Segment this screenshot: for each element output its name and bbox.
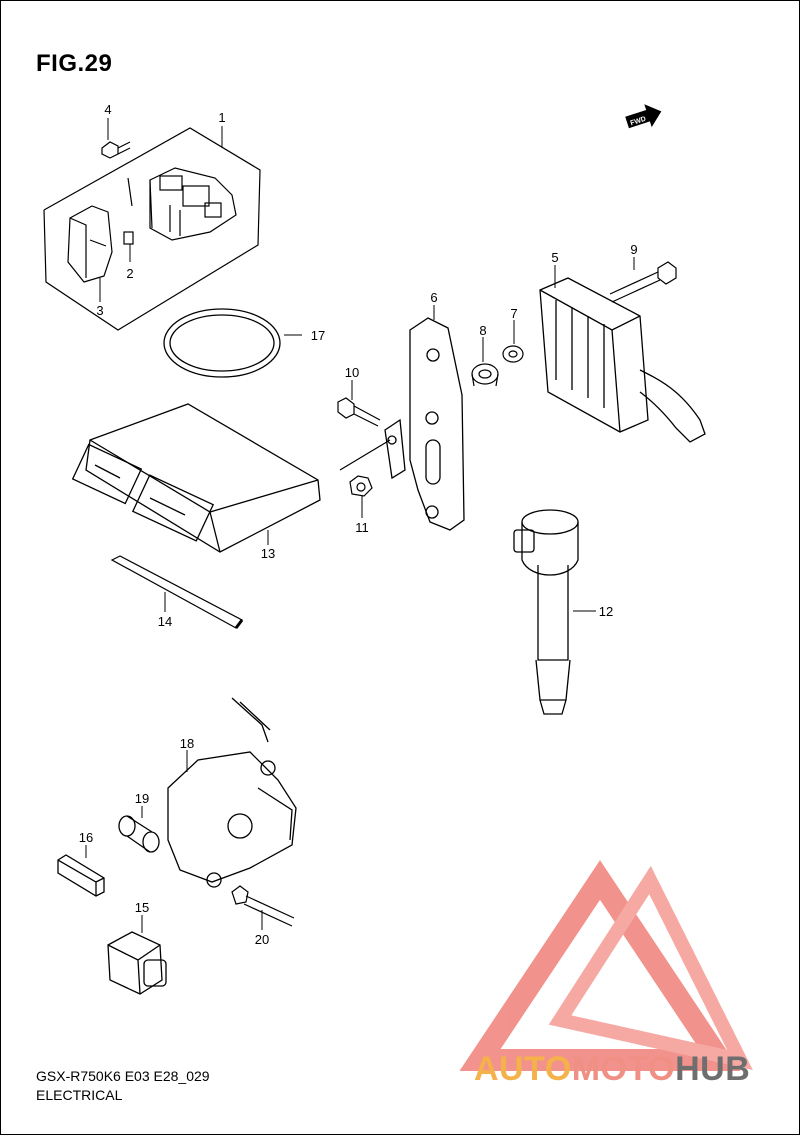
o-ring <box>163 308 281 378</box>
section-name: ELECTRICAL <box>36 1087 123 1103</box>
callout-1: 1 <box>218 110 225 125</box>
bracket <box>384 317 465 531</box>
callout-labels: 1 2 3 4 5 6 7 8 9 10 11 12 13 14 15 16 1… <box>79 102 638 947</box>
callout-15: 15 <box>135 900 149 915</box>
callout-6: 6 <box>430 290 437 305</box>
callout-20: 20 <box>255 932 269 947</box>
block-16 <box>57 854 105 897</box>
callout-5: 5 <box>551 250 558 265</box>
callout-10: 10 <box>345 365 359 380</box>
relay-assembly-group <box>43 127 261 331</box>
callout-17: 17 <box>311 328 325 343</box>
callout-19: 19 <box>135 791 149 806</box>
cushion-strip <box>110 555 244 629</box>
leader-lines <box>85 118 635 933</box>
callout-2: 2 <box>126 266 133 281</box>
callout-14: 14 <box>158 614 172 629</box>
regulator-rectifier <box>539 277 706 443</box>
sensor-15 <box>107 931 167 995</box>
watermark-text: AUTOMOTOHUB <box>474 1050 750 1089</box>
callout-12: 12 <box>599 604 613 619</box>
figure-title: FIG.29 <box>36 50 113 77</box>
watermark-logo-icon <box>459 860 753 1071</box>
callout-16: 16 <box>79 830 93 845</box>
callout-18: 18 <box>180 736 194 751</box>
nut-11 <box>339 439 391 497</box>
watermark-part-c: HUB <box>675 1050 751 1088</box>
ignition-coil <box>513 509 579 715</box>
callout-11: 11 <box>355 520 369 535</box>
watermark-part-a: AUTO <box>474 1050 572 1088</box>
watermark-part-b: MOTO <box>571 1050 676 1088</box>
screw-20 <box>231 885 295 927</box>
callout-7: 7 <box>510 306 517 321</box>
callout-8: 8 <box>479 323 486 338</box>
diagram-code: GSX-R750K6 E03 E28_029 <box>36 1068 210 1084</box>
grommet-8 <box>471 363 499 387</box>
callout-13: 13 <box>261 546 275 561</box>
ecm-unit <box>71 403 321 553</box>
bolt-9 <box>609 261 677 303</box>
collar-19 <box>118 815 160 853</box>
callout-9: 9 <box>630 242 637 257</box>
callout-4: 4 <box>104 102 111 117</box>
svg-text:FWD: FWD <box>630 116 647 128</box>
callout-3: 3 <box>96 303 103 318</box>
sensor-assembly <box>167 697 297 888</box>
bolt-10 <box>337 397 381 427</box>
fwd-arrow-icon: FWD <box>625 104 662 129</box>
collar-7 <box>502 345 524 363</box>
